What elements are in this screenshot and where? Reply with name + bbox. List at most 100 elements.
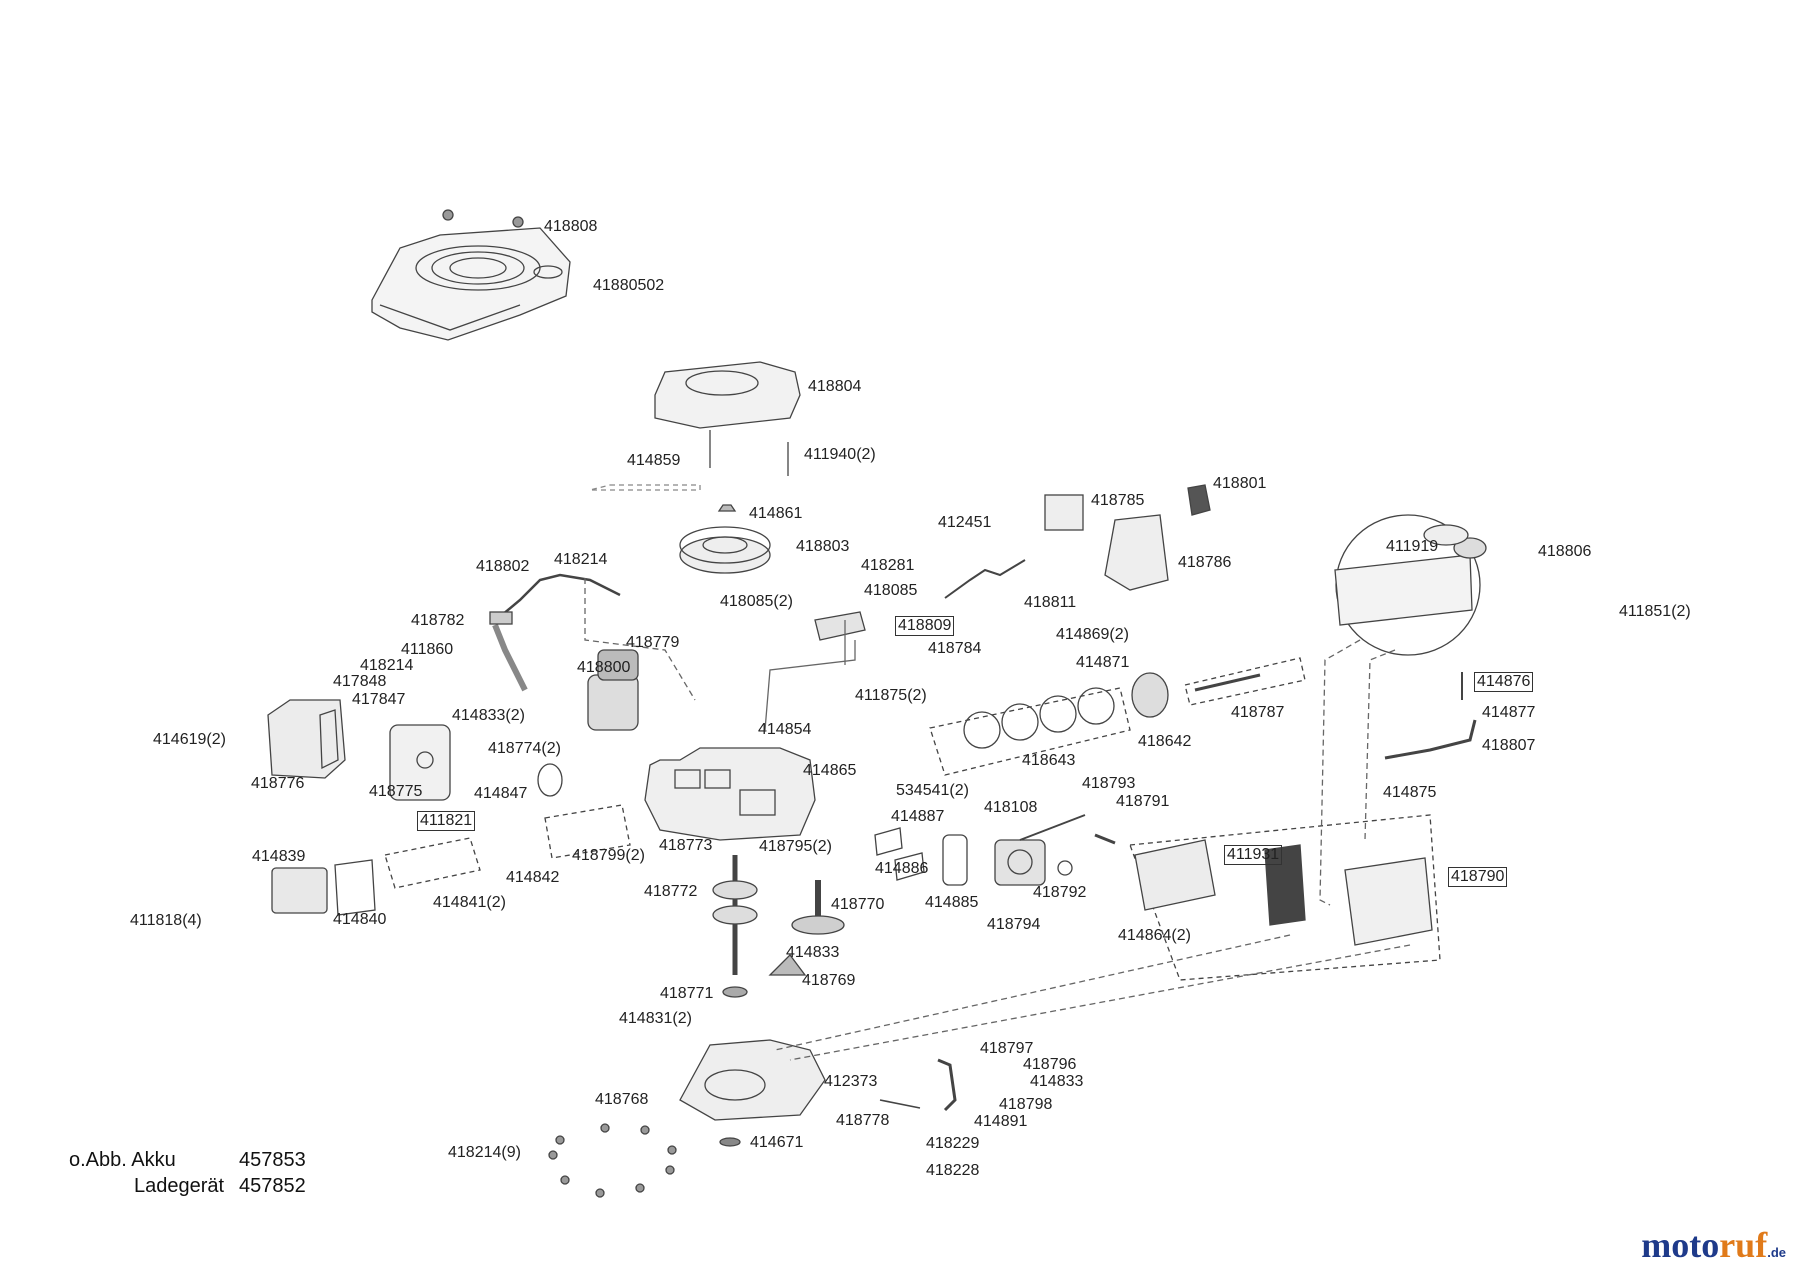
label-414887: 414887 xyxy=(891,808,945,825)
label-418642: 418642 xyxy=(1138,733,1192,750)
label-414865: 414865 xyxy=(803,762,857,779)
label-411821: 411821 xyxy=(417,811,476,831)
label-418790: 418790 xyxy=(1448,867,1508,887)
piston-rings-icon xyxy=(929,687,1131,776)
label-414840: 414840 xyxy=(333,911,387,928)
label-414842: 414842 xyxy=(506,869,560,886)
label-418214-a: 418214 xyxy=(554,551,608,568)
label-418229: 418229 xyxy=(926,1135,980,1152)
note-akku-label: o.Abb. Akku xyxy=(69,1149,176,1171)
label-414859: 414859 xyxy=(627,452,681,469)
label-418214-b: 418214 xyxy=(360,657,414,674)
carburettor-icon xyxy=(994,839,1046,886)
brand-tld: .de xyxy=(1767,1245,1786,1260)
label-414871: 414871 xyxy=(1076,654,1130,671)
label-411860: 411860 xyxy=(401,641,454,658)
label-418795: 418795(2) xyxy=(759,838,832,855)
label-418214-9: 418214(9) xyxy=(448,1144,521,1161)
brand-part-b: ruf xyxy=(1719,1225,1768,1265)
label-418085-2: 418085(2) xyxy=(720,593,793,610)
label-414847: 414847 xyxy=(474,785,528,802)
label-418228: 418228 xyxy=(926,1162,980,1179)
label-414875: 414875 xyxy=(1383,784,1437,801)
label-418784: 418784 xyxy=(928,640,982,657)
label-414833-b: 414833 xyxy=(786,944,840,961)
label-418771: 418771 xyxy=(660,985,714,1002)
label-418785: 418785 xyxy=(1091,492,1145,509)
air-filter-housing-icon xyxy=(1129,814,1441,981)
label-412373: 412373 xyxy=(824,1073,878,1090)
note-akku-value: 457853 xyxy=(239,1149,306,1171)
label-417848: 417848 xyxy=(333,673,387,690)
label-418769: 418769 xyxy=(802,972,856,989)
label-414891: 414891 xyxy=(974,1113,1028,1130)
label-41880502: 41880502 xyxy=(593,277,665,294)
label-418643: 418643 xyxy=(1022,752,1076,769)
label-418768: 418768 xyxy=(595,1091,649,1108)
label-414619: 414619(2) xyxy=(153,731,226,748)
piston-icon xyxy=(1131,672,1169,718)
label-418792: 418792 xyxy=(1033,884,1087,901)
label-414877: 414877 xyxy=(1482,704,1536,721)
brand-logo: motoruf.de xyxy=(1641,1224,1786,1266)
label-418799: 418799(2) xyxy=(572,847,645,864)
label-418804: 418804 xyxy=(808,378,862,395)
label-411931: 411931 xyxy=(1224,845,1283,865)
label-418800: 418800 xyxy=(577,659,631,676)
label-411875: 411875(2) xyxy=(855,687,927,704)
label-414833-c: 414833 xyxy=(1030,1073,1084,1090)
blower-housing-icon xyxy=(654,361,801,429)
label-418787: 418787 xyxy=(1231,704,1285,721)
label-418774: 418774(2) xyxy=(488,740,561,757)
label-417847: 417847 xyxy=(352,691,406,708)
label-418782: 418782 xyxy=(411,612,465,629)
label-414886: 414886 xyxy=(875,860,929,877)
label-418811: 418811 xyxy=(1024,594,1077,611)
engine-cover-icon xyxy=(371,227,571,341)
muffler-icon xyxy=(267,699,346,779)
label-411851: 411851(2) xyxy=(1619,603,1691,620)
ignition-coil-icon xyxy=(587,649,639,731)
label-414839: 414839 xyxy=(252,848,306,865)
label-418798: 418798 xyxy=(999,1096,1053,1113)
label-418779: 418779 xyxy=(626,634,680,651)
label-414869: 414869(2) xyxy=(1056,626,1129,643)
label-534541: 534541(2) xyxy=(896,782,969,799)
sump-housing-icon xyxy=(679,1039,826,1121)
label-418797: 418797 xyxy=(980,1040,1034,1057)
crankshaft-icon xyxy=(712,855,758,975)
label-414864: 414864(2) xyxy=(1118,927,1191,944)
label-418809: 418809 xyxy=(895,616,955,636)
brand-part-a: moto xyxy=(1641,1225,1720,1265)
label-418770: 418770 xyxy=(831,896,885,913)
label-418778: 418778 xyxy=(836,1112,890,1129)
note-charger-value: 457852 xyxy=(239,1175,306,1197)
label-418807: 418807 xyxy=(1482,737,1536,754)
label-418085: 418085 xyxy=(864,582,918,599)
label-411818: 411818(4) xyxy=(130,912,202,929)
label-418108: 418108 xyxy=(984,799,1038,816)
label-418786: 418786 xyxy=(1178,554,1232,571)
crankcase-block-icon xyxy=(644,747,816,841)
label-414854: 414854 xyxy=(758,721,812,738)
label-411919: 411919 xyxy=(1386,538,1439,555)
label-418793: 418793 xyxy=(1082,775,1136,792)
label-414841: 414841(2) xyxy=(433,894,506,911)
flywheel-icon xyxy=(679,526,771,574)
label-414833-a: 414833(2) xyxy=(452,707,525,724)
label-418808: 418808 xyxy=(544,218,598,235)
label-418794: 418794 xyxy=(987,916,1041,933)
label-418773: 418773 xyxy=(659,837,713,854)
label-414861: 414861 xyxy=(749,505,803,522)
label-414831: 414831(2) xyxy=(619,1010,692,1027)
label-418281: 418281 xyxy=(861,557,915,574)
label-411940: 411940(2) xyxy=(804,446,876,463)
label-418791: 418791 xyxy=(1116,793,1170,810)
label-418796: 418796 xyxy=(1023,1056,1077,1073)
label-412451: 412451 xyxy=(938,514,992,531)
label-418802: 418802 xyxy=(476,558,530,575)
label-414671: 414671 xyxy=(750,1134,804,1151)
label-418801: 418801 xyxy=(1213,475,1267,492)
label-418803: 418803 xyxy=(796,538,850,555)
